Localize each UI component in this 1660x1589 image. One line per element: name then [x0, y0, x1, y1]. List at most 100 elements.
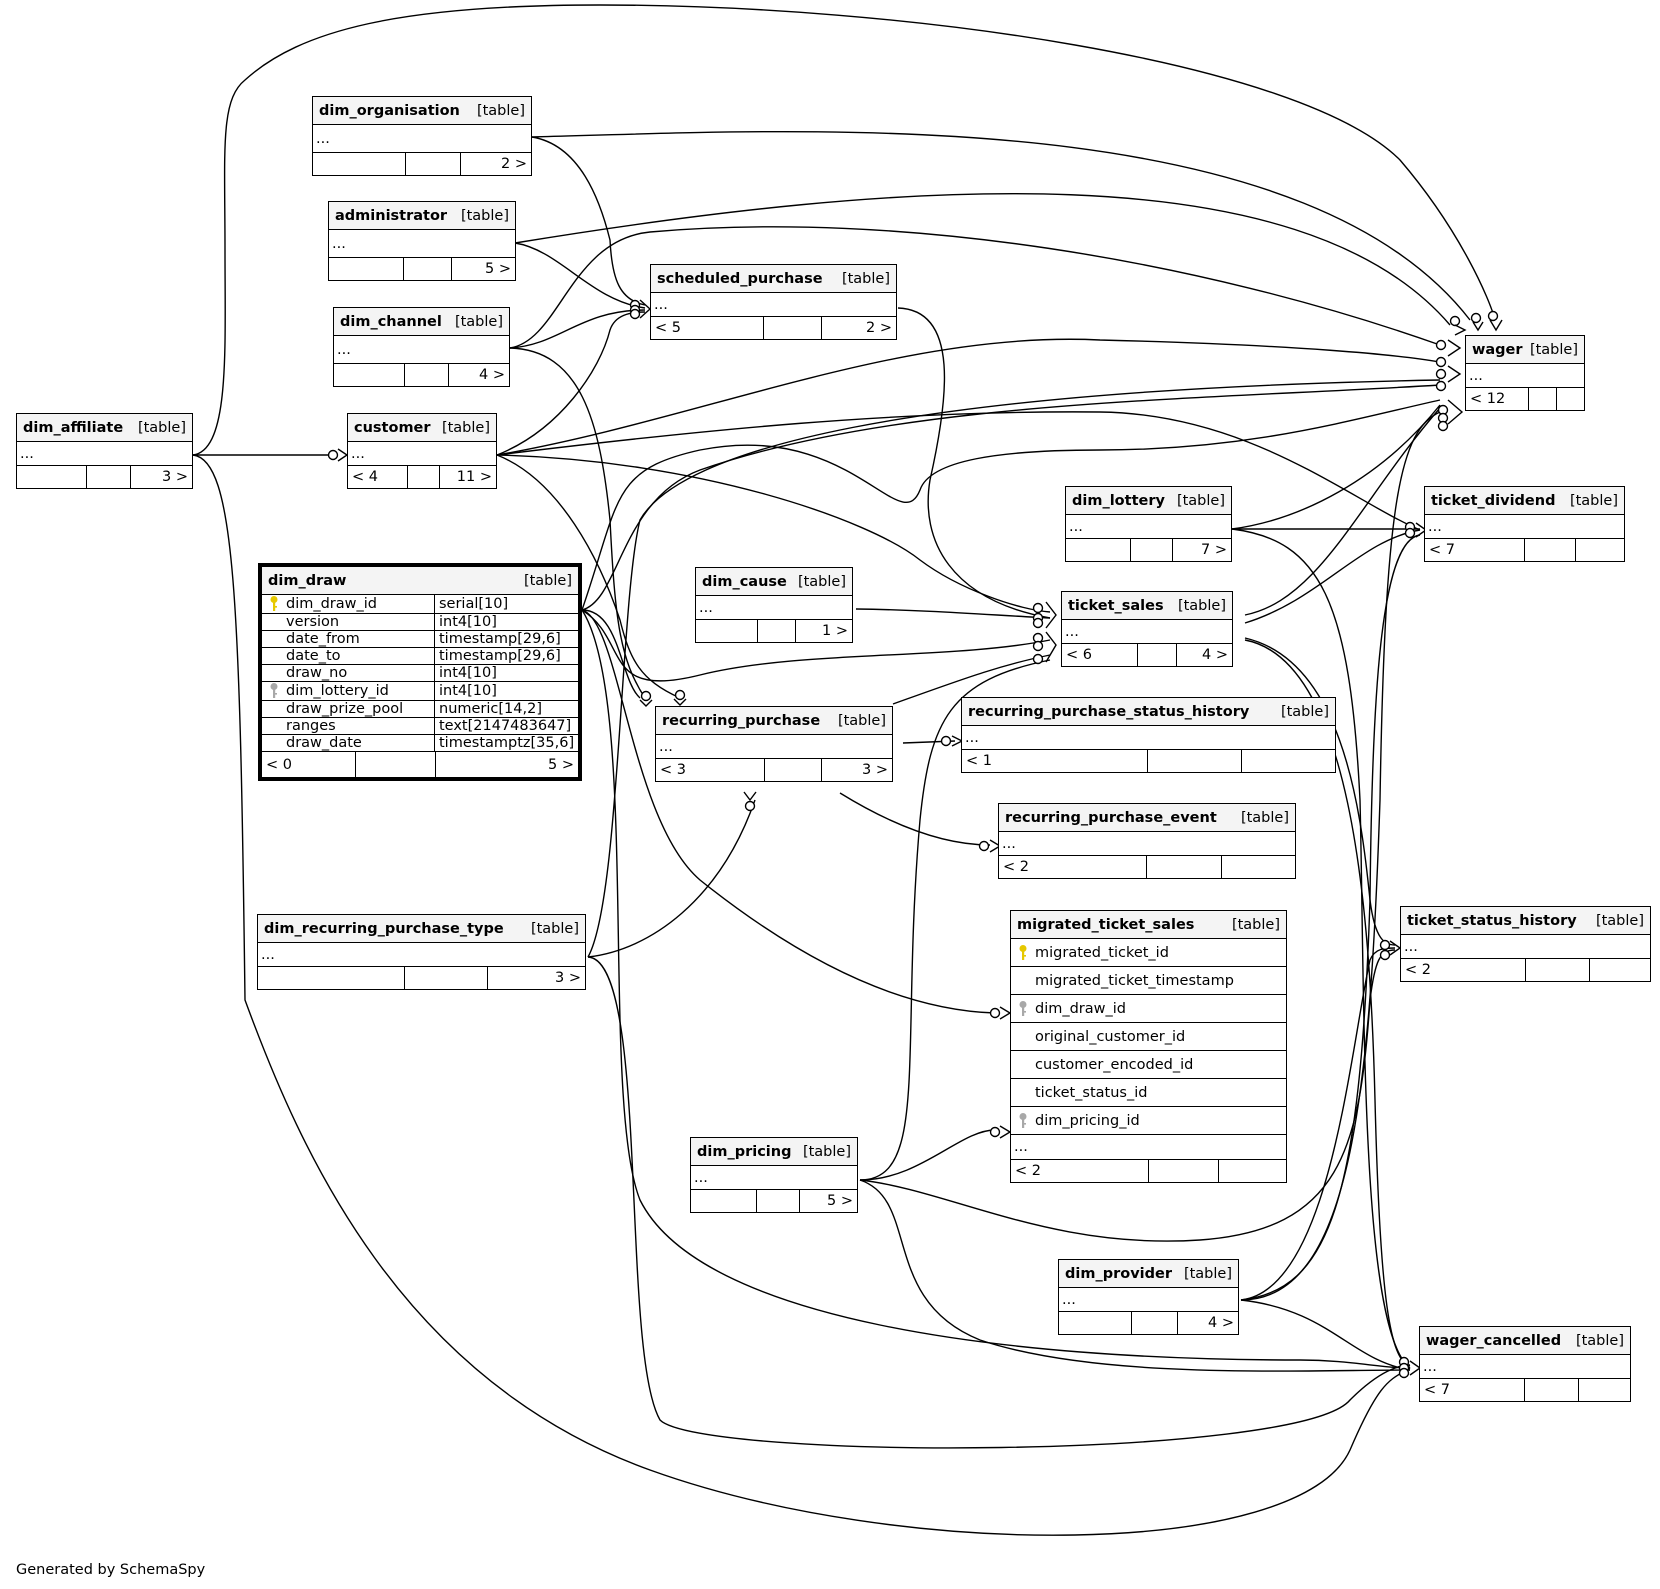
- edge-organisation-scheduled: [531, 136, 646, 306]
- child-count: [1575, 539, 1624, 561]
- table-type: [table]: [841, 270, 890, 287]
- table-type: [table]: [1569, 492, 1618, 509]
- parent-count: < 7: [1429, 542, 1455, 558]
- table-administrator[interactable]: administrator[table] ... 5 >: [328, 201, 516, 281]
- table-type: [table]: [530, 920, 579, 937]
- table-type: [table]: [1529, 341, 1578, 358]
- child-count: 4 >: [1176, 644, 1232, 666]
- column-name: draw_prize_pool: [286, 701, 404, 717]
- table-name: wager: [1472, 341, 1523, 358]
- child-count: 3 >: [130, 466, 192, 488]
- table-dim-channel[interactable]: dim_channel[table] ... 4 >: [333, 307, 510, 387]
- table-dim-provider[interactable]: dim_provider[table] ... 4 >: [1058, 1259, 1239, 1335]
- column-row: draw_no int4[10]: [262, 665, 578, 682]
- edge-administrator-scheduled: [514, 242, 646, 309]
- column-type: text[2147483647]: [439, 718, 572, 734]
- table-wager[interactable]: wager[table] ... < 12: [1465, 335, 1585, 411]
- column-name: dim_pricing_id: [1035, 1112, 1140, 1129]
- primary-key-icon: [262, 595, 286, 613]
- edge-channel-scheduled: [509, 309, 646, 349]
- column-name: original_customer_id: [1035, 1028, 1186, 1045]
- edge-channel-recurring: [509, 347, 646, 699]
- table-type: [table]: [460, 207, 509, 224]
- child-count: 11 >: [439, 466, 496, 488]
- table-wager-cancelled[interactable]: wager_cancelled[table] ... < 7: [1419, 1326, 1631, 1402]
- table-name: administrator: [335, 207, 448, 224]
- table-migrated-ticket-sales[interactable]: migrated_ticket_sales[table] migrated_ti…: [1010, 910, 1287, 1183]
- column-type: int4[10]: [439, 665, 497, 681]
- parent-count: [329, 258, 403, 280]
- table-name: wager_cancelled: [1426, 1332, 1562, 1349]
- table-type: [table]: [797, 573, 846, 590]
- parent-count: [258, 967, 404, 989]
- table-dim-organisation[interactable]: dim_organisation[table] ... 2 >: [312, 96, 532, 176]
- table-name: recurring_purchase_status_history: [968, 703, 1250, 720]
- collapsed-columns: ...: [332, 235, 346, 252]
- table-name: recurring_purchase_event: [1005, 809, 1217, 826]
- edge-affiliate-wager: [192, 4, 1496, 456]
- table-type: [table]: [802, 1143, 851, 1160]
- collapsed-columns: ...: [654, 296, 668, 313]
- child-count: 5 >: [799, 1190, 857, 1212]
- foreign-key-icon: [262, 682, 286, 700]
- collapsed-columns: ...: [659, 738, 673, 755]
- edge-channel-wager: [509, 226, 1441, 349]
- parent-count: [696, 620, 757, 642]
- table-dim-recurring-purchase-type[interactable]: dim_recurring_purchase_type[table] ... 3…: [257, 914, 586, 990]
- edge-pricing-ticket-sales: [859, 659, 1051, 1181]
- edge-draw-migrated: [581, 609, 996, 1014]
- collapsed-columns: ...: [351, 445, 365, 462]
- parent-count: [691, 1190, 756, 1212]
- table-dim-affiliate[interactable]: dim_affiliate[table] ... 3 >: [16, 413, 193, 489]
- edge-draw-ticket-dividend: [581, 399, 1441, 611]
- parent-count: < 12: [1470, 391, 1506, 407]
- parent-count: < 2: [1405, 962, 1431, 978]
- table-ticket-status-history[interactable]: ticket_status_history[table] ... < 2: [1400, 906, 1651, 982]
- table-recurring-purchase-event[interactable]: recurring_purchase_event[table] ... < 2: [998, 803, 1296, 879]
- table-dim-pricing[interactable]: dim_pricing[table] ... 5 >: [690, 1137, 858, 1213]
- table-type: [table]: [837, 712, 886, 729]
- table-dim-lottery[interactable]: dim_lottery[table] ... 7 >: [1065, 486, 1232, 562]
- table-recurring-purchase-status-history[interactable]: recurring_purchase_status_history[table]…: [961, 697, 1336, 773]
- table-name: dim_channel: [340, 313, 442, 330]
- table-name: recurring_purchase: [662, 712, 821, 729]
- parent-count: [334, 364, 404, 386]
- column-row: migrated_ticket_timestamp: [1011, 967, 1286, 995]
- column-name: migrated_ticket_timestamp: [1035, 972, 1234, 989]
- edge-lottery-wager-cancelled: [1231, 528, 1411, 1369]
- table-ticket-dividend[interactable]: ticket_dividend[table] ... < 7: [1424, 486, 1625, 562]
- collapsed-columns: ...: [1014, 1139, 1028, 1155]
- column-name: dim_lottery_id: [286, 683, 389, 699]
- table-name: dim_provider: [1065, 1265, 1172, 1282]
- column-row: dim_draw_id: [1011, 995, 1286, 1023]
- collapsed-columns: ...: [1065, 623, 1079, 640]
- edge-draw-wager-cancelled: [581, 609, 1411, 1369]
- column-name: dim_draw_id: [1035, 1000, 1127, 1017]
- table-type: [table]: [1595, 912, 1644, 929]
- child-count: [1241, 750, 1335, 772]
- table-dim-cause[interactable]: dim_cause[table] ... 1 >: [695, 567, 853, 643]
- column-type: serial[10]: [439, 596, 509, 612]
- child-count: 4 >: [1177, 1312, 1238, 1334]
- column-name: draw_no: [286, 665, 348, 681]
- column-type: timestamp[29,6]: [439, 631, 561, 647]
- edge-pricing-ticket-status: [859, 949, 1396, 1242]
- edge-rptype-recurring: [587, 799, 756, 958]
- edge-customer-scheduled: [496, 311, 646, 456]
- edge-organisation-wager: [531, 130, 1471, 321]
- edge-ticket-sales-status: [1244, 637, 1396, 946]
- table-type: [table]: [137, 419, 186, 436]
- collapsed-columns: ...: [1404, 938, 1418, 955]
